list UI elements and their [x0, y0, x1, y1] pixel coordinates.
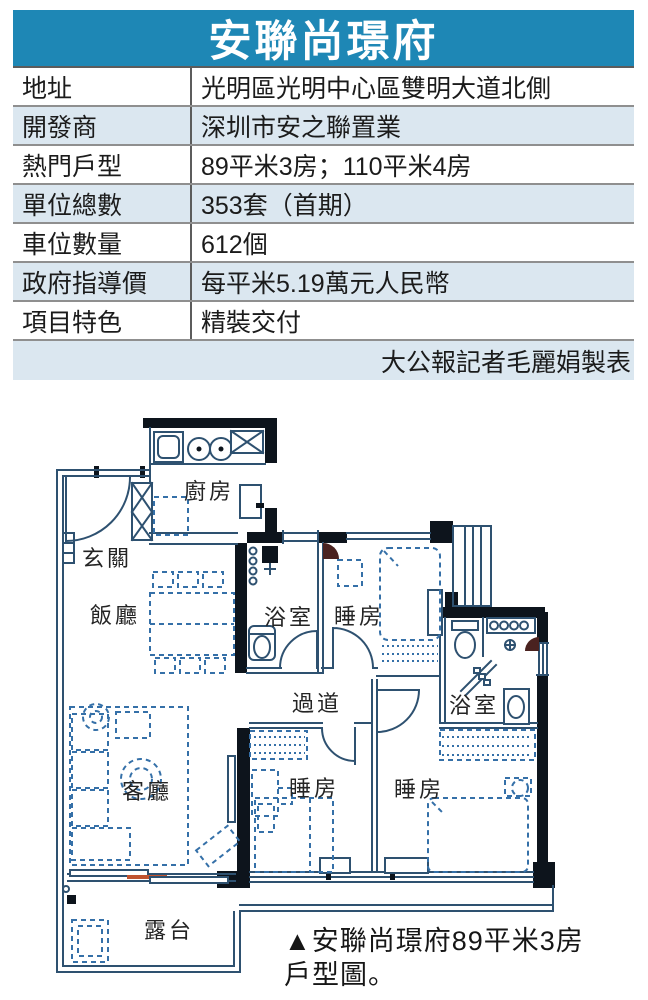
- room-label-bathroom-1: 浴室: [264, 605, 315, 630]
- row-label: 車位數量: [22, 230, 123, 259]
- room-label-dining: 飯廳: [90, 603, 141, 628]
- plan-walls: [56, 427, 554, 973]
- floor-plan-caption: ▲安聯尚璟府89平米3房 戶型圖。: [284, 924, 588, 992]
- row-value: 深圳市安之聯置業: [190, 107, 634, 144]
- room-label-entry: 玄關: [82, 546, 133, 571]
- plan-wall-blocks: [94, 418, 555, 888]
- row-label: 項目特色: [22, 308, 123, 337]
- row-label: 熱門戶型: [22, 152, 123, 181]
- room-label-bathroom-2: 浴室: [449, 693, 500, 718]
- room-label-bedroom-2: 睡房: [289, 776, 340, 801]
- room-label-living: 客廳: [122, 779, 173, 804]
- row-label: 開發商: [22, 113, 98, 142]
- row-value: 光明區光明中心區雙明大道北側: [190, 68, 634, 105]
- plan-closet-hatching: [254, 645, 531, 756]
- table-credit: 大公報記者毛麗娟製表: [13, 341, 634, 380]
- room-label-corridor: 過道: [292, 691, 343, 716]
- row-label: 政府指導價: [22, 269, 148, 298]
- room-label-balcony: 露台: [144, 918, 195, 943]
- row-value: 每平米5.19萬元人民幣: [190, 263, 634, 300]
- row-label: 地址: [22, 74, 73, 103]
- table-header: 安聯尚璟府: [13, 10, 634, 66]
- row-value: 612個: [190, 224, 634, 261]
- room-label-kitchen: 廚房: [184, 479, 235, 504]
- table-rows: 地址 光明區光明中心區雙明大道北側 開發商 深圳市安之聯置業 熱門戶型 89平米…: [13, 66, 634, 341]
- row-label: 單位總數: [22, 191, 123, 220]
- table-row: 開發商 深圳市安之聯置業: [13, 107, 634, 146]
- room-label-bedroom-1: 睡房: [334, 604, 385, 629]
- row-value: 89平米3房；110平米4房: [190, 146, 634, 183]
- table-row: 車位數量 612個: [13, 224, 634, 263]
- row-value: 精裝交付: [190, 302, 634, 339]
- table-row: 地址 光明區光明中心區雙明大道北側: [13, 68, 634, 107]
- table-row: 熱門戶型 89平米3房；110平米4房: [13, 146, 634, 185]
- caption-line-1: ▲安聯尚璟府89平米3房: [284, 926, 584, 956]
- room-label-bedroom-3: 睡房: [394, 777, 445, 802]
- caption-line-2: 戶型圖。: [284, 960, 396, 990]
- page-title: 安聯尚璟府: [208, 18, 439, 66]
- table-row: 單位總數 353套（首期）: [13, 185, 634, 224]
- table-row: 政府指導價 每平米5.19萬元人民幣: [13, 263, 634, 302]
- plan-fixtures: [62, 429, 539, 904]
- table-row: 項目特色 精裝交付: [13, 302, 634, 341]
- property-info-table: 安聯尚璟府 地址 光明區光明中心區雙明大道北側 開發商 深圳市安之聯置業 熱門戶…: [13, 10, 634, 380]
- row-value: 353套（首期）: [190, 185, 634, 222]
- plan-furniture: [69, 496, 536, 963]
